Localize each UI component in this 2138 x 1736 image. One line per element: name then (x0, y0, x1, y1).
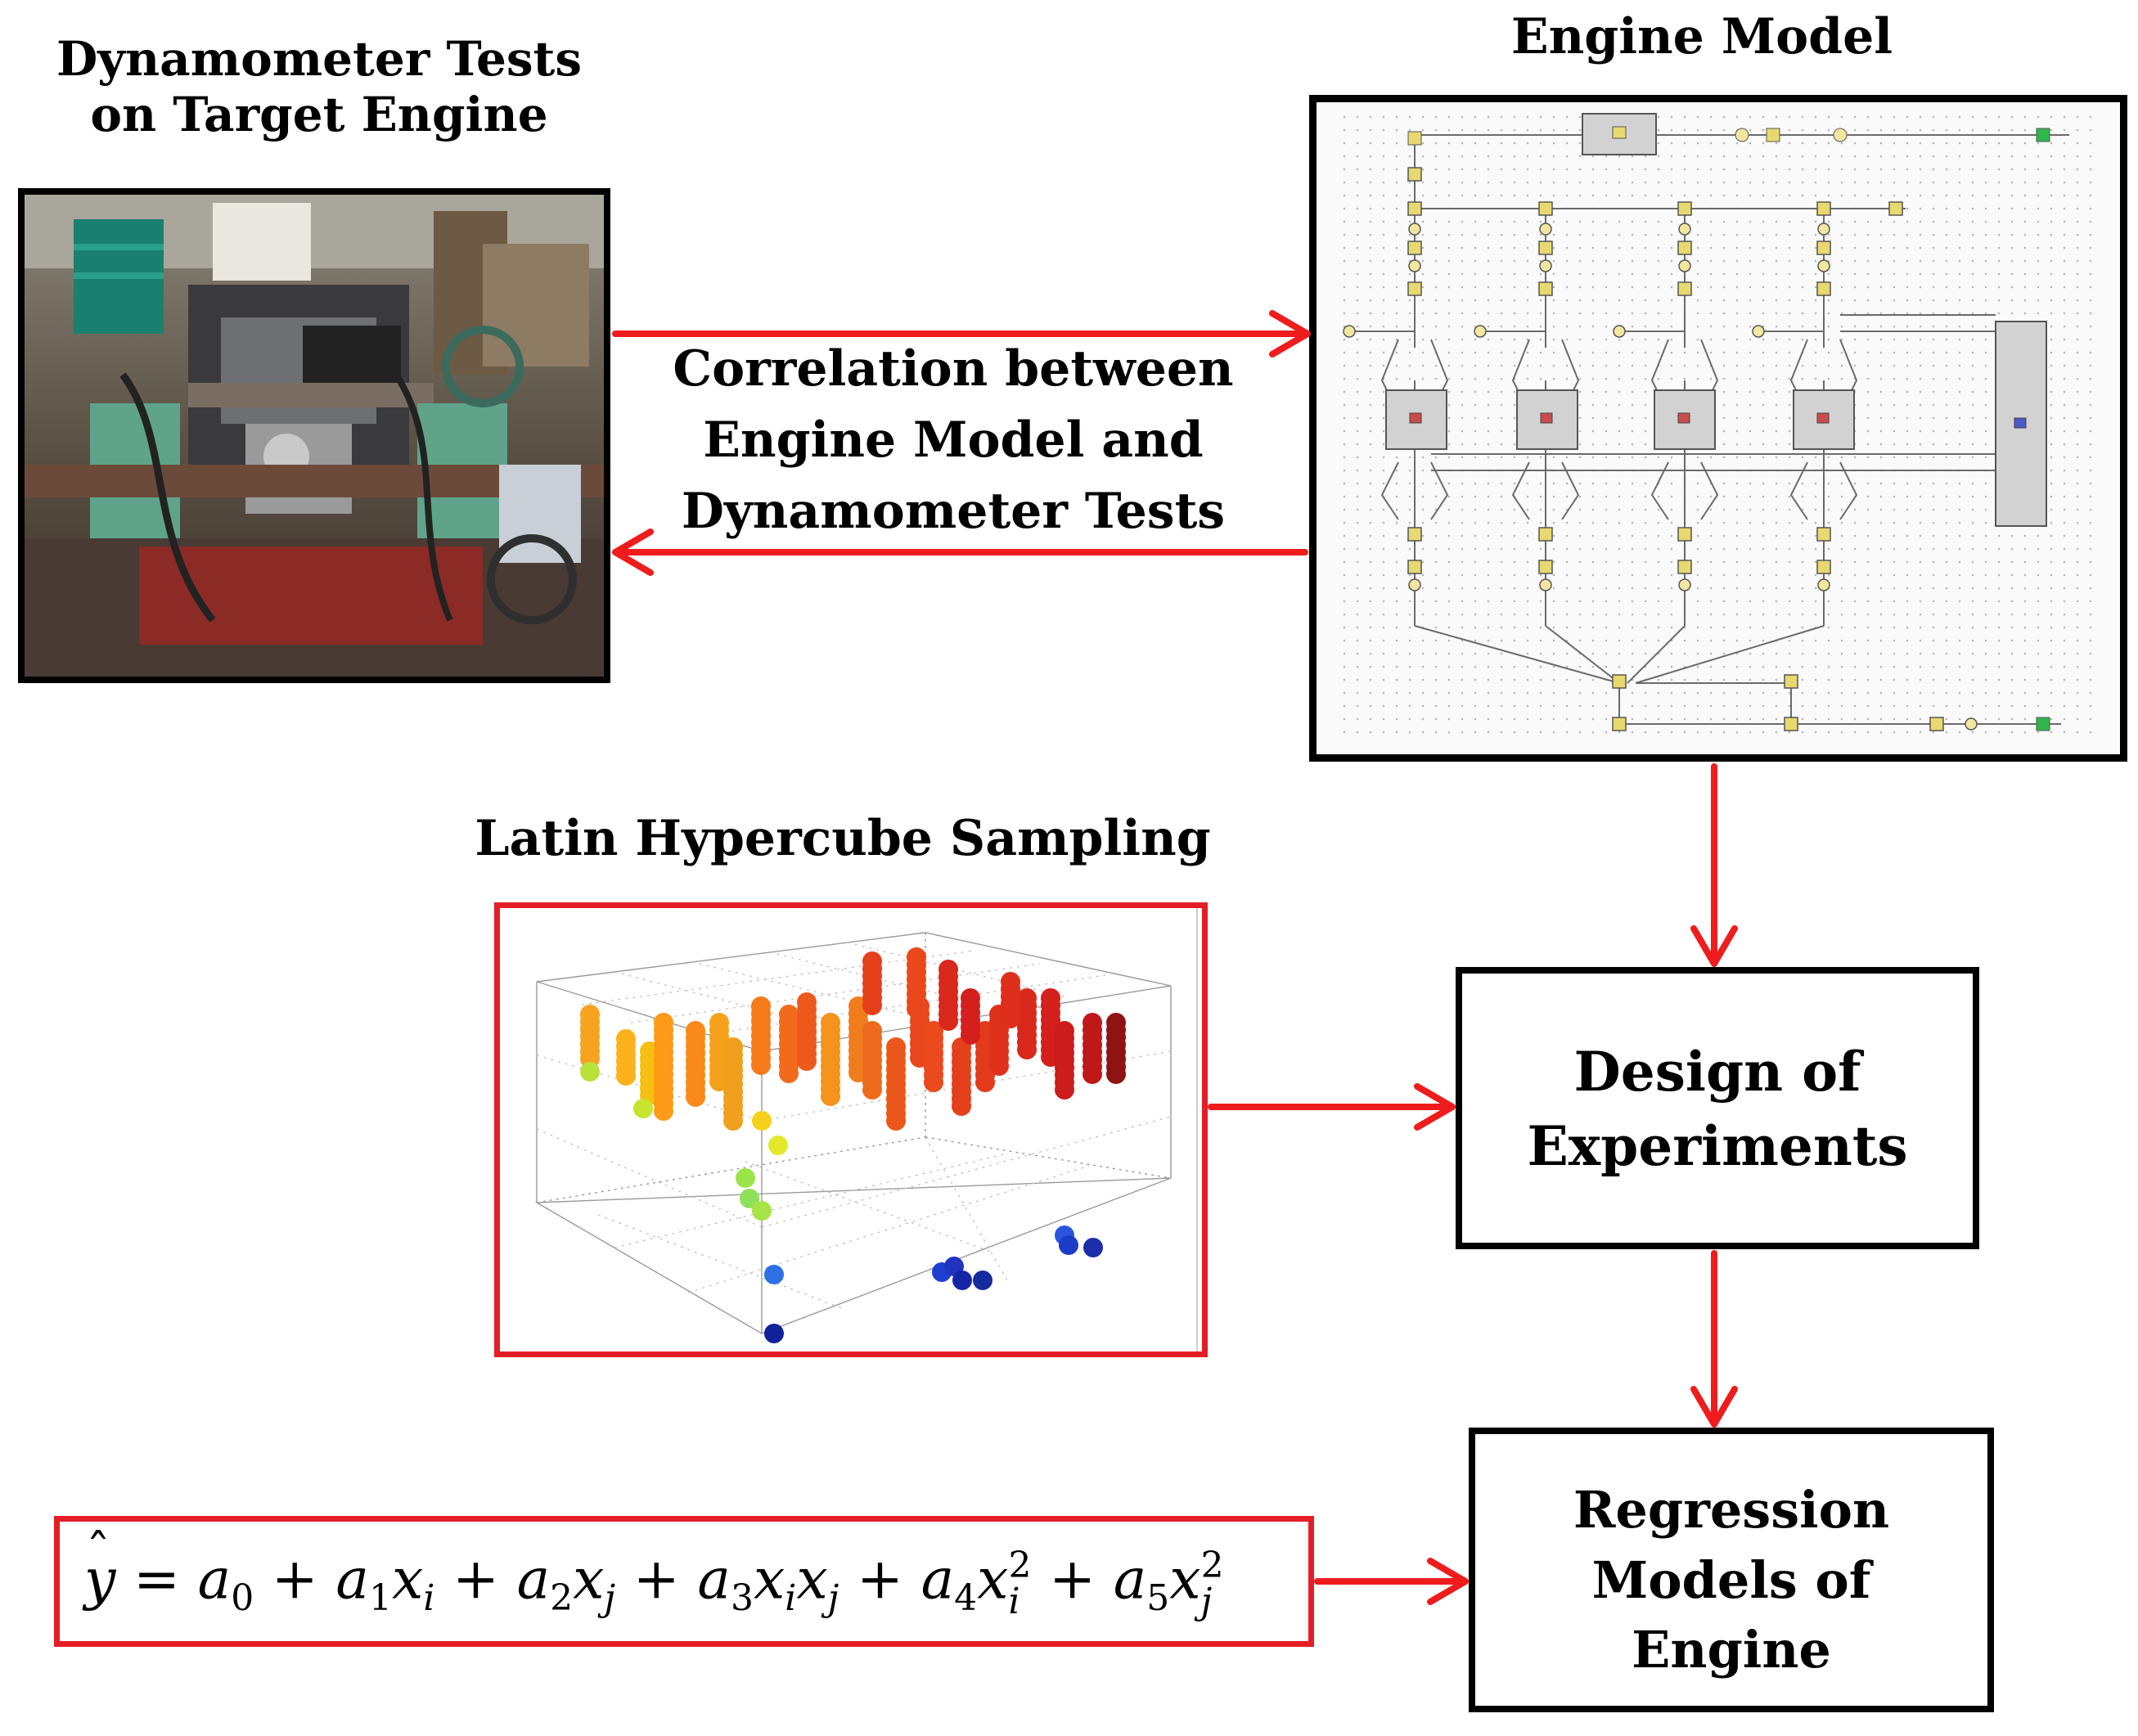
engine-schematic (1317, 102, 2120, 754)
correlation-line1: Correlation between (673, 340, 1234, 398)
lhs-sample-point (886, 1111, 906, 1131)
lhs-sample-point (862, 996, 882, 1015)
hat-accent: ˆ (86, 1523, 110, 1581)
correlation-label: Correlation between Engine Model and Dyn… (646, 334, 1260, 547)
arrow-doe-to-regression-head (1690, 1386, 1738, 1428)
correlation-line2: Engine Model and (703, 412, 1204, 469)
lhs-sample-point (1055, 1080, 1074, 1100)
lhs-sample-point (862, 1080, 882, 1100)
lhs-sample-point (952, 1096, 971, 1116)
lhs-sample-point (779, 1064, 799, 1083)
lhs-sample-point (580, 1062, 600, 1082)
regression-models-box: Regression Models of Engine (1469, 1428, 1994, 1712)
env-inlet-block (2036, 128, 2050, 142)
lhs-sample-point (989, 1056, 1009, 1076)
lhs-sample-point (751, 1055, 771, 1075)
lhs-sample-point (952, 1271, 972, 1290)
lhs-sample-point (764, 1324, 784, 1343)
lhs-sample-point (907, 999, 926, 1019)
doe-line1: Design of (1573, 1040, 1861, 1104)
lhs-sample-point (752, 1111, 772, 1131)
dynamometer-title-line2: on Target Engine (90, 87, 548, 143)
lhs-sample-point (924, 1073, 943, 1092)
y-hat: y ˆ (84, 1523, 116, 1612)
dynamometer-title-line1: Dynamometer Tests (56, 31, 583, 87)
lhs-sample-point (1106, 1064, 1126, 1084)
lhs-sample-point (764, 1265, 784, 1284)
lhs-title: Latin Hypercube Sampling (475, 810, 1211, 867)
lhs-sample-point (752, 1201, 772, 1221)
lhs-sample-point (616, 1066, 636, 1086)
engine-block (1995, 321, 2047, 527)
lhs-plot-panel (494, 902, 1208, 1357)
arrow-model-to-photo-head (612, 528, 654, 576)
lhs-sample-point (1017, 1040, 1037, 1059)
lhs-sample-point (768, 1136, 788, 1155)
dynamometer-photo (18, 188, 610, 683)
lhs-sample-point (1059, 1235, 1078, 1255)
arrow-photo-to-model-head (1269, 310, 1311, 358)
lhs-sample-point (821, 1086, 840, 1106)
lhs-sample-point (961, 1025, 980, 1045)
reg-line3: Engine (1632, 1620, 1831, 1680)
engine-model-title: Engine Model (1510, 8, 1893, 65)
correlation-line3: Dynamometer Tests (681, 483, 1226, 540)
lhs-sample-point (797, 1051, 817, 1071)
doe-line2: Experiments (1527, 1114, 1908, 1179)
lhs-sample-point (938, 1011, 958, 1031)
lhs-sample-point (740, 1189, 759, 1208)
lhs-sample-point (1001, 1009, 1020, 1028)
dynamometer-title: Dynamometer Tests on Target Engine (33, 31, 605, 143)
reg-line2: Models of (1591, 1549, 1871, 1610)
lhs-sample-point (1083, 1064, 1102, 1084)
lhs-sample-point (686, 1087, 705, 1107)
arrow-lhs-to-doe-head (1414, 1083, 1456, 1131)
lhs-sample-point (723, 1111, 743, 1131)
lhs-3d-scatter (534, 908, 1198, 1351)
design-of-experiments-box: Design of Experiments (1456, 967, 1979, 1249)
lhs-sample-point (654, 1101, 673, 1121)
lhs-sample-point (736, 1168, 755, 1188)
arrow-model-to-doe-head (1690, 925, 1738, 967)
lhs-sample-point (1083, 1238, 1103, 1257)
lhs-sample-point (975, 1073, 995, 1092)
dynamometer-photo-illustration (25, 195, 604, 677)
lhs-sample-point (973, 1271, 992, 1290)
reg-line1: Regression (1573, 1480, 1890, 1540)
arrow-equation-to-regression-head (1427, 1558, 1469, 1605)
engine-model-panel (1309, 95, 2127, 762)
lhs-sample-point (633, 1099, 653, 1118)
